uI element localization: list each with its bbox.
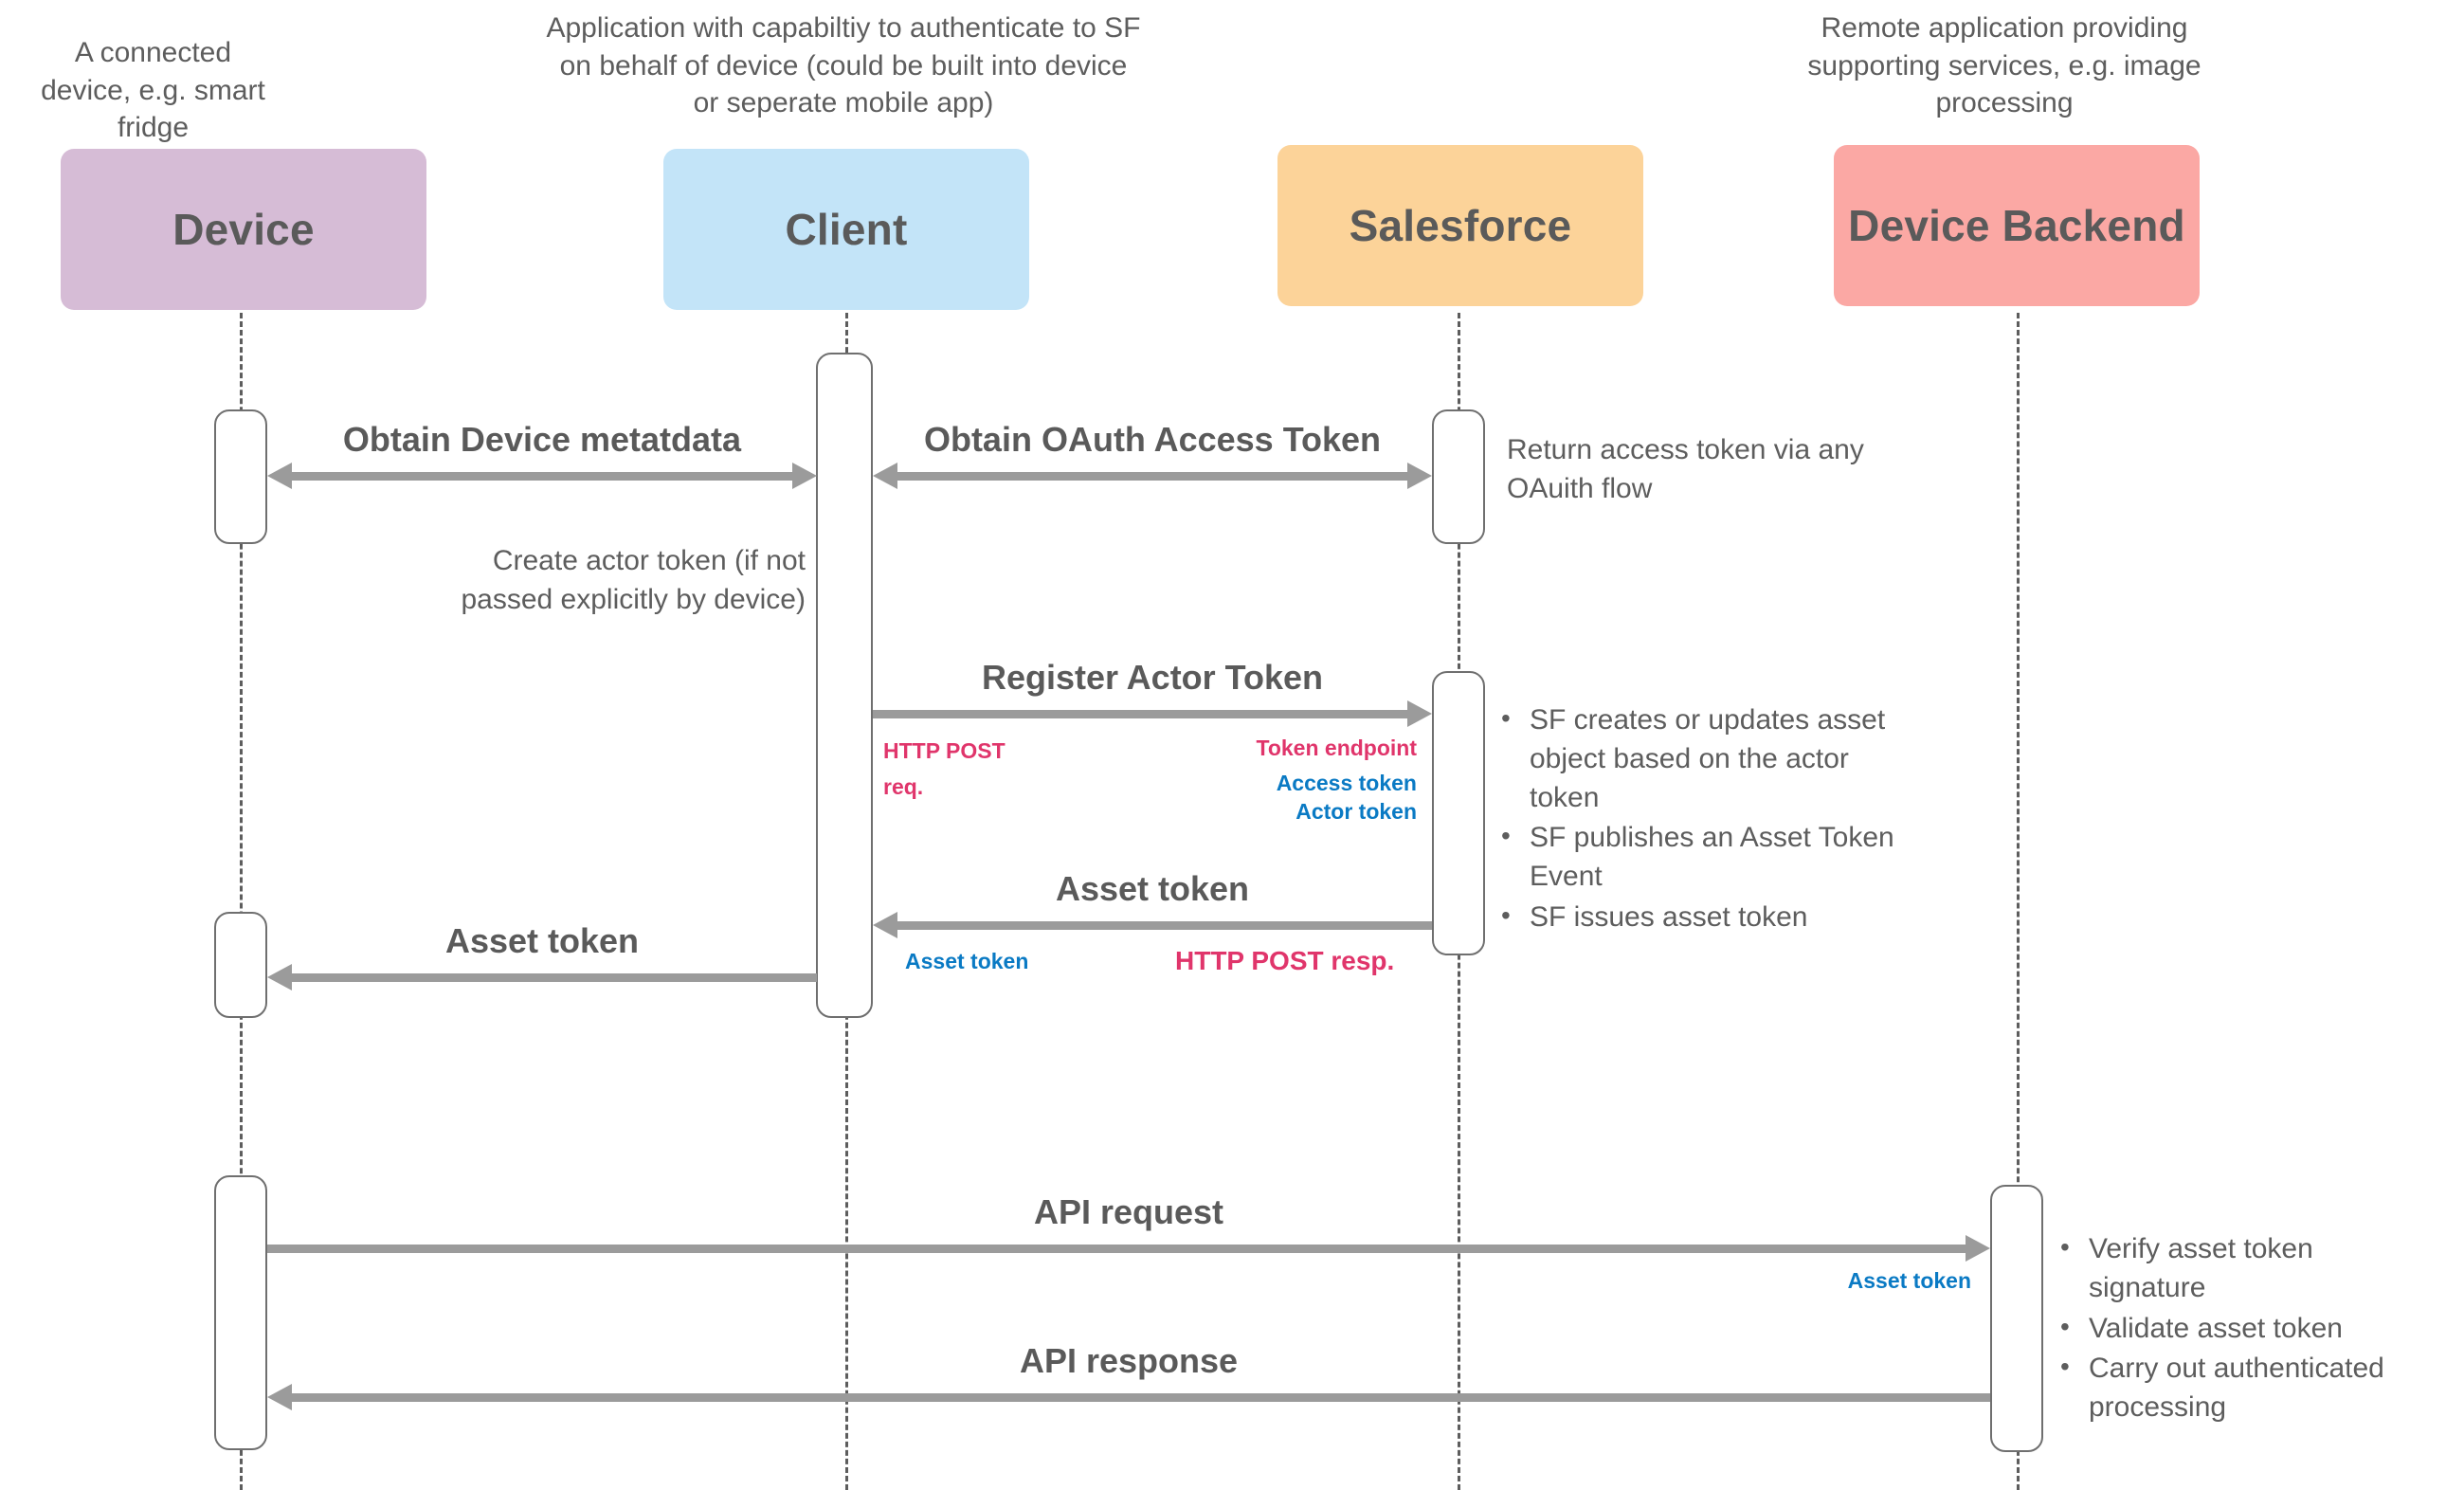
message-arrow-asset-token-client-device — [267, 964, 817, 990]
participant-label-backend: Device Backend — [1848, 200, 2185, 250]
message-label-api-response: API response — [1019, 1341, 1239, 1380]
message-label-obtain-oauth-access-token: Obtain OAuth Access Token — [923, 420, 1382, 459]
arrowhead-left-icon — [267, 964, 292, 990]
arrowhead-left-icon — [267, 463, 292, 489]
participant-client[interactable]: Client — [663, 149, 1029, 310]
message-label-register-actor-token: Register Actor Token — [981, 658, 1324, 697]
arrowhead-right-icon — [1407, 463, 1432, 489]
participant-description-backend: Remote application providing supporting … — [1807, 12, 2201, 119]
annotation-token-endpoint: Token endpoint — [1256, 736, 1417, 760]
message-label-asset-token-client-device: Asset token — [444, 921, 640, 960]
activation-device-3 — [214, 1175, 267, 1450]
message-arrow-register-actor-token — [873, 700, 1432, 727]
annotation-http-post-resp: HTTP POST resp. — [1175, 946, 1395, 975]
annotation-http-post-req-line2: req. — [883, 774, 924, 799]
activation-backend-1 — [1990, 1185, 2043, 1452]
annotation-asset-token-blue: Asset token — [905, 949, 1029, 973]
arrowhead-right-icon — [1966, 1235, 1990, 1262]
list-item: SF publishes an Asset Token Event — [1497, 818, 1914, 897]
list-item: SF creates or updates asset object based… — [1497, 700, 1914, 817]
annotation-http-post-req-line1: HTTP POST — [883, 738, 1006, 763]
bullet-list-backend-actions: Verify asset token signature Validate as… — [2056, 1229, 2436, 1429]
participant-description-device: A connected device, e.g. smart fridge — [41, 37, 265, 144]
participant-description-client: Application with capabiltiy to authentic… — [546, 12, 1141, 119]
participant-label-client: Client — [785, 204, 908, 254]
arrowhead-left-icon — [873, 912, 897, 938]
message-arrow-asset-token-sf-client — [873, 912, 1432, 938]
activation-device-2 — [214, 912, 267, 1018]
participant-salesforce[interactable]: Salesforce — [1277, 145, 1643, 306]
message-label-asset-token-sf-client: Asset token — [1055, 869, 1250, 908]
message-label-api-request: API request — [1033, 1192, 1224, 1231]
list-item: Carry out authenticated processing — [2056, 1349, 2436, 1427]
list-item: Verify asset token signature — [2056, 1229, 2436, 1308]
lifeline-device — [240, 313, 243, 1490]
annotation-access-token: Access token — [1276, 771, 1417, 795]
message-arrow-api-response — [267, 1384, 1990, 1410]
annotation-asset-token-api: Asset token — [1847, 1268, 1971, 1293]
message-arrow-obtain-oauth-access-token — [873, 463, 1432, 489]
message-arrow-api-request — [267, 1235, 1990, 1262]
participant-label-device: Device — [172, 204, 315, 254]
arrowhead-left-icon — [267, 1384, 292, 1410]
message-label-obtain-device-metadata: Obtain Device metatdata — [342, 420, 742, 459]
activation-client-1 — [816, 353, 873, 1018]
lifeline-backend — [2017, 313, 2020, 1490]
activation-salesforce-2 — [1432, 671, 1485, 955]
annotation-actor-token: Actor token — [1295, 799, 1417, 824]
list-item: SF issues asset token — [1497, 898, 1914, 937]
arrowhead-left-icon — [873, 463, 897, 489]
participant-label-salesforce: Salesforce — [1349, 200, 1572, 250]
arrowhead-right-icon — [792, 463, 817, 489]
bullet-list-salesforce-actions: SF creates or updates asset object based… — [1497, 700, 1914, 939]
participant-device[interactable]: Device — [61, 149, 426, 310]
participant-backend[interactable]: Device Backend — [1834, 145, 2200, 306]
arrowhead-right-icon — [1407, 700, 1432, 727]
note-return-access-token: Return access token via any OAuith flow — [1507, 434, 1864, 504]
activation-device-1 — [214, 409, 267, 544]
message-arrow-obtain-device-metadata — [267, 463, 817, 489]
note-create-actor-token: Create actor token (if not passed explic… — [461, 545, 806, 615]
list-item: Validate asset token — [2056, 1309, 2436, 1349]
activation-salesforce-1 — [1432, 409, 1485, 544]
